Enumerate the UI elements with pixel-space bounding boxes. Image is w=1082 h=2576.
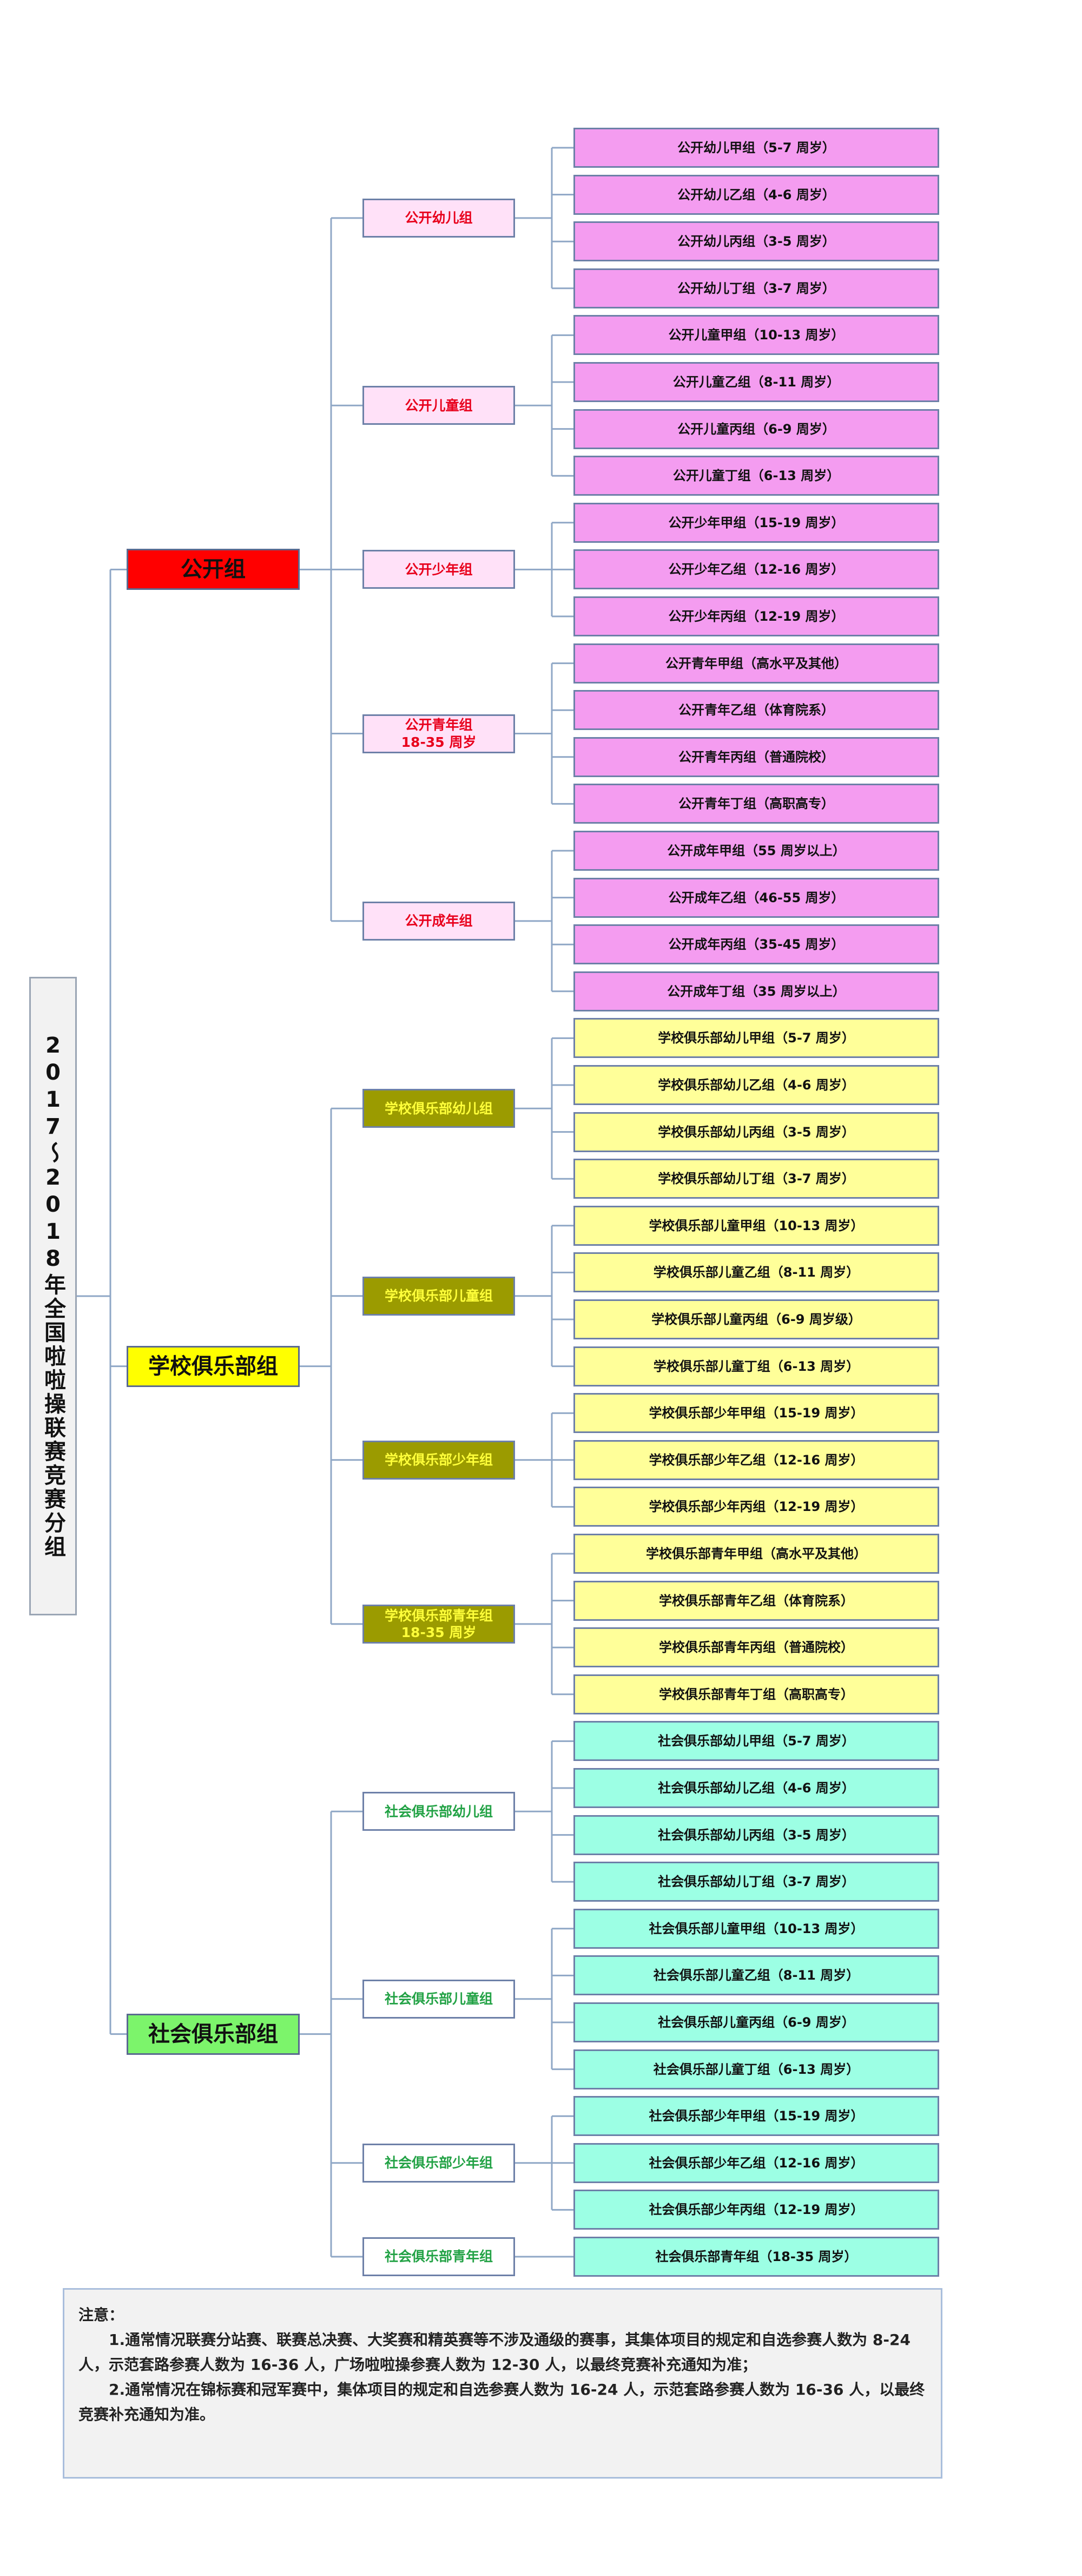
school-group-box: 学校俱乐部组 <box>127 1345 300 1387</box>
school-division-3-2: 学校俱乐部少年乙组（12-16 周岁） <box>573 1440 939 1480</box>
open-division-5-3: 公开成年丙组（35-45 周岁） <box>573 924 939 965</box>
society-group-box: 社会俱乐部组 <box>127 2013 300 2055</box>
open-division-2-2: 公开儿童乙组（8-11 周岁） <box>573 362 939 402</box>
open-group-box: 公开组 <box>127 549 300 590</box>
school-division-4-1: 学校俱乐部青年甲组（高水平及其他） <box>573 1534 939 1574</box>
open-division-4-4: 公开青年丁组（高职高专） <box>573 784 939 824</box>
school-division-3-1: 学校俱乐部少年甲组（15-19 周岁） <box>573 1393 939 1434</box>
school-division-4-3: 学校俱乐部青年丙组（普通院校） <box>573 1627 939 1668</box>
open-subgroup-1: 公开幼儿组 <box>362 198 515 238</box>
society-division-1-4: 社会俱乐部幼儿丁组（3-7 周岁） <box>573 1862 939 1902</box>
society-division-1-3: 社会俱乐部幼儿丙组（3-5 周岁） <box>573 1815 939 1855</box>
open-division-1-2: 公开幼儿乙组（4-6 周岁） <box>573 174 939 215</box>
school-division-1-3: 学校俱乐部幼儿丙组（3-5 周岁） <box>573 1112 939 1152</box>
school-division-2-1: 学校俱乐部儿童甲组（10-13 周岁） <box>573 1205 939 1246</box>
open-subgroup-4: 公开青年组 18-35 周岁 <box>362 714 515 753</box>
open-subgroup-2: 公开儿童组 <box>362 386 515 425</box>
tree-connectors <box>77 147 573 2258</box>
open-division-2-3: 公开儿童丙组（6-9 周岁） <box>573 409 939 449</box>
open-division-2-1: 公开儿童甲组（10-13 周岁） <box>573 315 939 356</box>
root-title-box: 2017～2018年全国啦啦操联赛竞赛分组 <box>29 977 77 1615</box>
school-subgroup-4: 学校俱乐部青年组 18-35 周岁 <box>362 1604 515 1644</box>
society-subgroup-2: 社会俱乐部儿童组 <box>362 1979 515 2019</box>
open-division-2-4: 公开儿童丁组（6-13 周岁） <box>573 456 939 496</box>
school-subgroup-3: 学校俱乐部少年组 <box>362 1440 515 1480</box>
open-subgroup-3: 公开少年组 <box>362 550 515 589</box>
open-division-1-4: 公开幼儿丁组（3-7 周岁） <box>573 268 939 308</box>
open-subgroup-5: 公开成年组 <box>362 901 515 941</box>
society-division-2-2: 社会俱乐部儿童乙组（8-11 周岁） <box>573 1955 939 1996</box>
school-division-1-4: 学校俱乐部幼儿丁组（3-7 周岁） <box>573 1159 939 1199</box>
school-subgroup-1: 学校俱乐部幼儿组 <box>362 1089 515 1128</box>
society-division-2-3: 社会俱乐部儿童丙组（6-9 周岁） <box>573 2002 939 2042</box>
society-division-3-1: 社会俱乐部少年甲组（15-19 周岁） <box>573 2096 939 2137</box>
note-paragraph-2: 2.通常情况在锦标赛和冠军赛中，集体项目的规定和自选参赛人数为 16-24 人，… <box>78 2381 925 2423</box>
society-division-2-4: 社会俱乐部儿童丁组（6-13 周岁） <box>573 2049 939 2089</box>
school-division-1-1: 学校俱乐部幼儿甲组（5-7 周岁） <box>573 1018 939 1059</box>
open-division-3-2: 公开少年乙组（12-16 周岁） <box>573 549 939 590</box>
open-division-1-1: 公开幼儿甲组（5-7 周岁） <box>573 128 939 168</box>
society-subgroup-3: 社会俱乐部少年组 <box>362 2143 515 2183</box>
school-division-4-4: 学校俱乐部青年丁组（高职高专） <box>573 1674 939 1714</box>
society-division-1-2: 社会俱乐部幼儿乙组（4-6 周岁） <box>573 1768 939 1808</box>
society-division-3-2: 社会俱乐部少年乙组（12-16 周岁） <box>573 2143 939 2183</box>
open-division-4-2: 公开青年乙组（体育院系） <box>573 690 939 731</box>
note-title: 注意： <box>78 2306 124 2324</box>
society-subgroup-4: 社会俱乐部青年组 <box>362 2237 515 2276</box>
open-division-5-4: 公开成年丁组（35 周岁以上） <box>573 971 939 1011</box>
school-division-3-3: 学校俱乐部少年丙组（12-19 周岁） <box>573 1487 939 1527</box>
society-division-2-1: 社会俱乐部儿童甲组（10-13 周岁） <box>573 1908 939 1949</box>
society-division-3-3: 社会俱乐部少年丙组（12-19 周岁） <box>573 2190 939 2230</box>
open-division-1-3: 公开幼儿丙组（3-5 周岁） <box>573 221 939 262</box>
school-subgroup-2: 学校俱乐部儿童组 <box>362 1276 515 1316</box>
open-division-4-3: 公开青年丙组（普通院校） <box>573 737 939 777</box>
school-division-2-3: 学校俱乐部儿童丙组（6-9 周岁级） <box>573 1299 939 1339</box>
open-division-5-1: 公开成年甲组（55 周岁以上） <box>573 831 939 871</box>
open-division-5-2: 公开成年乙组（46-55 周岁） <box>573 877 939 918</box>
society-division-1-1: 社会俱乐部幼儿甲组（5-7 周岁） <box>573 1721 939 1762</box>
note-box: 注意： 1.通常情况联赛分站赛、联赛总决赛、大奖赛和精英赛等不涉及通级的赛事，其… <box>63 2288 942 2479</box>
open-division-3-3: 公开少年丙组（12-19 周岁） <box>573 596 939 636</box>
open-division-4-1: 公开青年甲组（高水平及其他） <box>573 643 939 684</box>
school-division-2-4: 学校俱乐部儿童丁组（6-13 周岁） <box>573 1346 939 1386</box>
society-subgroup-1: 社会俱乐部幼儿组 <box>362 1792 515 1831</box>
school-division-2-2: 学校俱乐部儿童乙组（8-11 周岁） <box>573 1252 939 1293</box>
open-division-3-1: 公开少年甲组（15-19 周岁） <box>573 502 939 543</box>
note-paragraph-1: 1.通常情况联赛分站赛、联赛总决赛、大奖赛和精英赛等不涉及通级的赛事，其集体项目… <box>78 2331 911 2374</box>
school-division-1-2: 学校俱乐部幼儿乙组（4-6 周岁） <box>573 1065 939 1105</box>
society-division-4-1: 社会俱乐部青年组（18-35 周岁） <box>573 2237 939 2277</box>
school-division-4-2: 学校俱乐部青年乙组（体育院系） <box>573 1580 939 1621</box>
